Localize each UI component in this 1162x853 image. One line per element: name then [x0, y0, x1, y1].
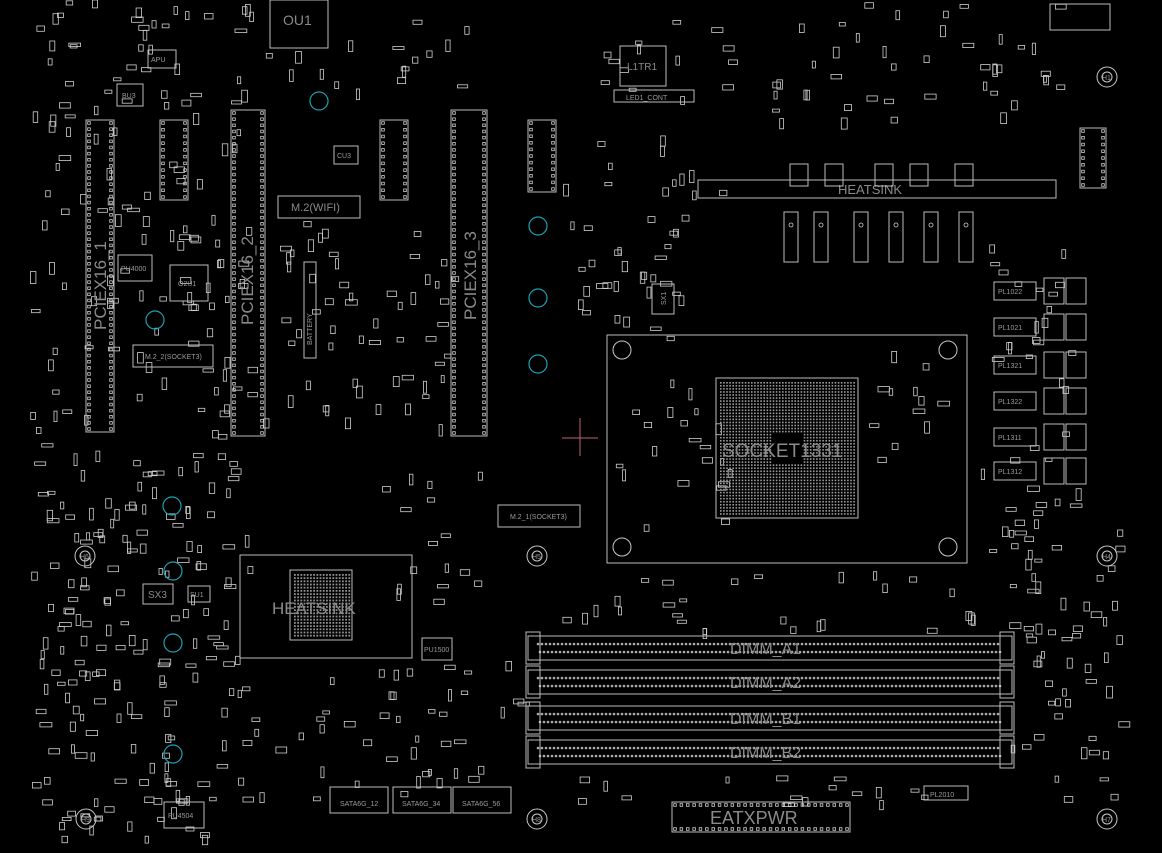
- pcie-slot-2: PCIEX16_2: [230, 109, 266, 437]
- sata-56: SATA6G_56: [452, 786, 512, 814]
- small-component-field: [29, 0, 1131, 846]
- dimm-b2: DIMM_B2: [525, 735, 1015, 769]
- m2-1-label: M.2_1(SOCKET3): [510, 514, 567, 521]
- pin-header: [379, 119, 409, 201]
- sx1-crystal: SX1: [651, 283, 675, 315]
- su1-chip: SU1: [187, 585, 211, 603]
- o2u1-label: O2U1: [178, 281, 196, 288]
- pin-header: [1049, 3, 1111, 31]
- mount-pad-label: H9: [81, 817, 90, 824]
- dimm-b1: DIMM_B1: [525, 701, 1015, 735]
- chipset-heatsink-label: HEATSINK: [272, 599, 356, 618]
- sata-12-label: SATA6G_12: [340, 801, 378, 808]
- sata-56-label: SATA6G_56: [462, 801, 500, 808]
- m2-1-connector: M.2_1(SOCKET3): [497, 504, 581, 528]
- inductor-label: PL1022: [998, 289, 1022, 296]
- pcie-slot-2-label: PCIEX16_2: [238, 236, 257, 325]
- dimm-a1-label: DIMM_A1: [730, 641, 801, 658]
- pcie-slot-3-label: PCIEX16_3: [461, 231, 480, 320]
- vrm-mosfets: [783, 163, 974, 263]
- pu4504-chip: PU4504: [163, 801, 205, 829]
- pin-header: [1079, 127, 1107, 189]
- dimm-a2: DIMM_A2: [525, 665, 1015, 699]
- inductor-label: PL1322: [998, 399, 1022, 406]
- inductor-label: PL1312: [998, 469, 1022, 476]
- bu3-label: BU3: [122, 93, 136, 100]
- mount-pad-label: H6: [80, 554, 89, 561]
- su1-label: SU1: [190, 592, 204, 599]
- dimm-a1: DIMM_A1: [525, 631, 1015, 665]
- cu3-chip: CU3: [333, 145, 359, 165]
- pu1500-chip: PU1500: [421, 637, 453, 661]
- sx3-label: SX3: [148, 590, 167, 601]
- mount-pad-label: H5: [532, 554, 541, 561]
- m2-wifi-label: M.2(WIFI): [291, 202, 340, 214]
- cpu-socket: SOCKET1331: [606, 334, 968, 564]
- cu3-label: CU3: [337, 153, 351, 160]
- led1-cont-label: LED1_CONT: [626, 95, 668, 102]
- eatx-power-connector: EATXPWR: [671, 801, 851, 833]
- m2-2-connector: M.2_2(SOCKET3): [132, 344, 214, 368]
- sata-34-label: SATA6G_34: [402, 801, 440, 808]
- ou1-label: OU1: [283, 12, 312, 28]
- dimm-b1-label: DIMM_B1: [730, 711, 801, 728]
- inductor-label: PL2010: [930, 792, 954, 799]
- pin-header: [527, 119, 557, 193]
- apu-chip: APU: [147, 49, 177, 69]
- l1tr1-label: L1TR1: [627, 62, 657, 73]
- pu4000-chip: PU4000: [117, 254, 153, 282]
- dimm-b2-label: DIMM_B2: [730, 745, 801, 762]
- dimm-a2-label: DIMM_A2: [730, 675, 801, 692]
- bu3-chip: BU3: [116, 83, 144, 107]
- m2-wifi-connector: M.2(WIFI) BATTERY: [277, 195, 361, 359]
- mount-pad-label: H1: [1102, 75, 1111, 82]
- sx1-label: SX1: [661, 292, 668, 305]
- pcie-slot-1: PCIEX16_1: [85, 119, 115, 433]
- sata-34: SATA6G_34: [392, 786, 452, 814]
- chipset-heatsink: HEATSINK: [239, 554, 413, 659]
- inductor-label: PL1021: [998, 325, 1022, 332]
- ou1-chip: OU1: [269, 0, 329, 49]
- pcie-slot-1-label: PCIEX16_1: [91, 241, 110, 330]
- pin-header: [159, 119, 189, 201]
- crosshair-cursor: [562, 418, 598, 456]
- inductor-label: PL1311: [998, 435, 1022, 442]
- sx3-crystal: SX3: [142, 583, 174, 605]
- battery-label: BATTERY: [307, 313, 314, 345]
- sata-12: SATA6G_12: [329, 786, 389, 814]
- inductor-label: PL1321: [998, 363, 1022, 370]
- o2u1-chip: O2U1: [169, 264, 209, 302]
- socket-label: SOCKET1331: [722, 441, 842, 462]
- eatxpwr-label: EATXPWR: [710, 808, 798, 828]
- pu1500-label: PU1500: [424, 647, 449, 654]
- vrm-inductors: PL1022PL1021PL1321PL1322PL1311PL1312PL20…: [923, 277, 1087, 801]
- pu4000-label: PU4000: [121, 266, 146, 273]
- apu-label: APU: [151, 57, 165, 64]
- l1tr1-part: L1TR1 LED1_CONT: [613, 45, 695, 103]
- pcie-slot-3: PCIEX16_3: [450, 109, 488, 437]
- pu4504-label: PU4504: [168, 813, 193, 820]
- mount-holes: [145, 91, 548, 764]
- mount-pad-label: H4: [1102, 554, 1111, 561]
- mount-pad-label: H8: [532, 817, 541, 824]
- mount-pad-label: H7: [1102, 817, 1111, 824]
- m2-2-label: M.2_2(SOCKET3): [145, 354, 202, 361]
